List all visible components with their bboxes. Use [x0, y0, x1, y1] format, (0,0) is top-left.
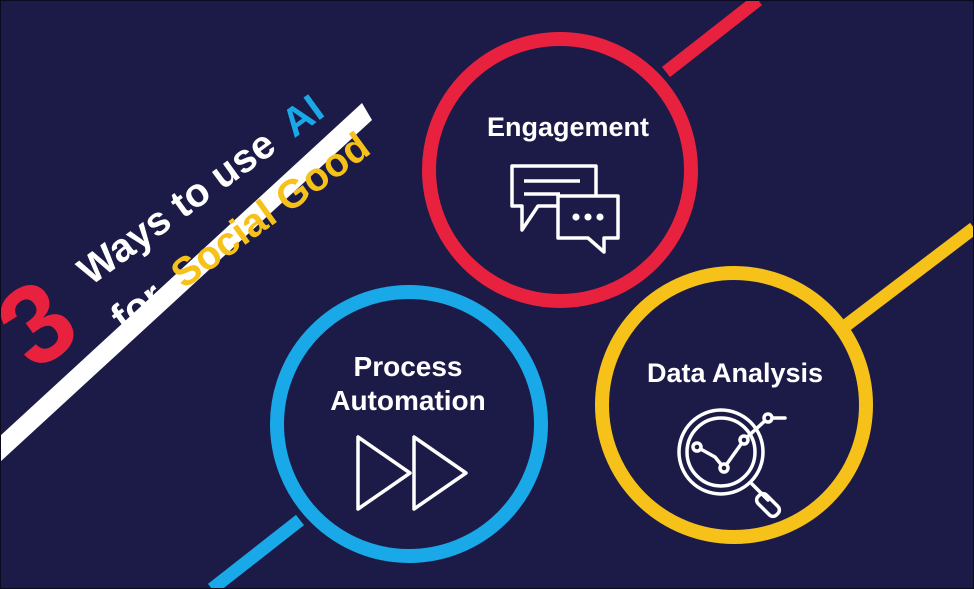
engagement-label: Engagement [448, 111, 688, 144]
white-stripe [0, 103, 372, 462]
engagement-label-text: Engagement [486, 112, 650, 142]
process-automation-label-line2: Automation [330, 385, 486, 417]
data-analysis-label: Data Analysis [615, 357, 855, 390]
magnifier-chart-icon [677, 408, 787, 519]
process-automation-connector-line [207, 514, 305, 589]
data-analysis-circle [595, 266, 873, 544]
fast-forward-icon [356, 435, 468, 511]
engagement-circle [422, 32, 698, 308]
engagement-connector-line [661, 0, 763, 78]
process-automation-label-line1: Process [353, 351, 463, 382]
data-analysis-label-text: Data Analysis [646, 358, 824, 388]
chat-bubbles-icon [510, 164, 620, 254]
data-analysis-connector-line [836, 222, 974, 336]
process-automation-label: Process Automation [288, 350, 528, 418]
process-automation-circle [270, 285, 548, 563]
